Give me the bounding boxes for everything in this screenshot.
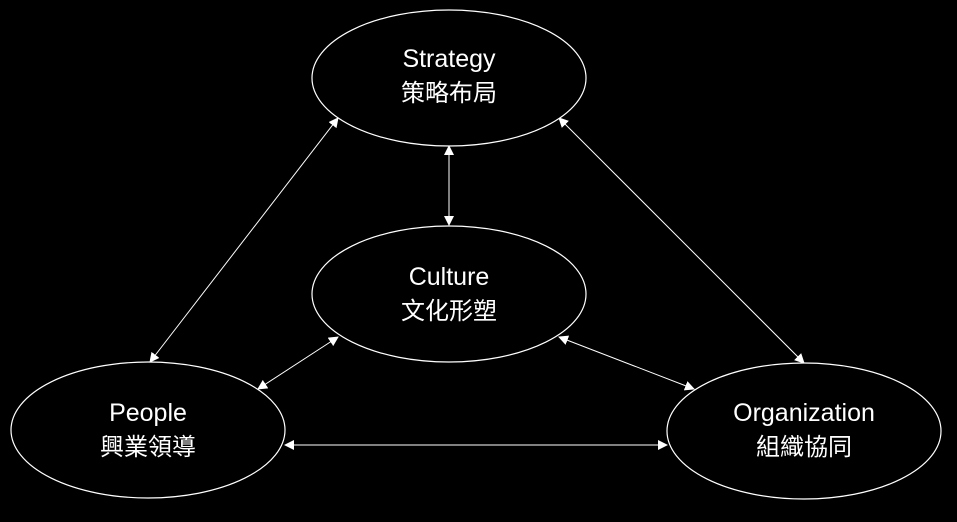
organization-node: Organization 組織協同 [666,362,942,500]
strategy-title: Strategy [402,45,496,73]
connector-strategy-people [149,117,339,363]
culture-subtitle: 文化形塑 [401,297,497,325]
culture-ellipse [311,225,587,363]
people-title: People [109,399,187,427]
strategy-node: Strategy 策略布局 [311,9,587,147]
strategy-ellipse [311,9,587,147]
connectors [149,117,805,450]
organization-subtitle: 組織協同 [756,433,852,461]
organization-ellipse [666,362,942,500]
culture-node: Culture 文化形塑 [311,225,587,363]
organization-title: Organization [733,399,875,427]
strategy-subtitle: 策略布局 [401,79,497,107]
connector-strategy-organization [558,117,805,364]
people-ellipse [10,361,286,499]
connector-culture-people [257,336,339,390]
people-node: People 興業領導 [10,361,286,499]
culture-title: Culture [409,263,490,291]
connector-culture-organization [558,335,695,391]
people-subtitle: 興業領導 [100,433,196,461]
